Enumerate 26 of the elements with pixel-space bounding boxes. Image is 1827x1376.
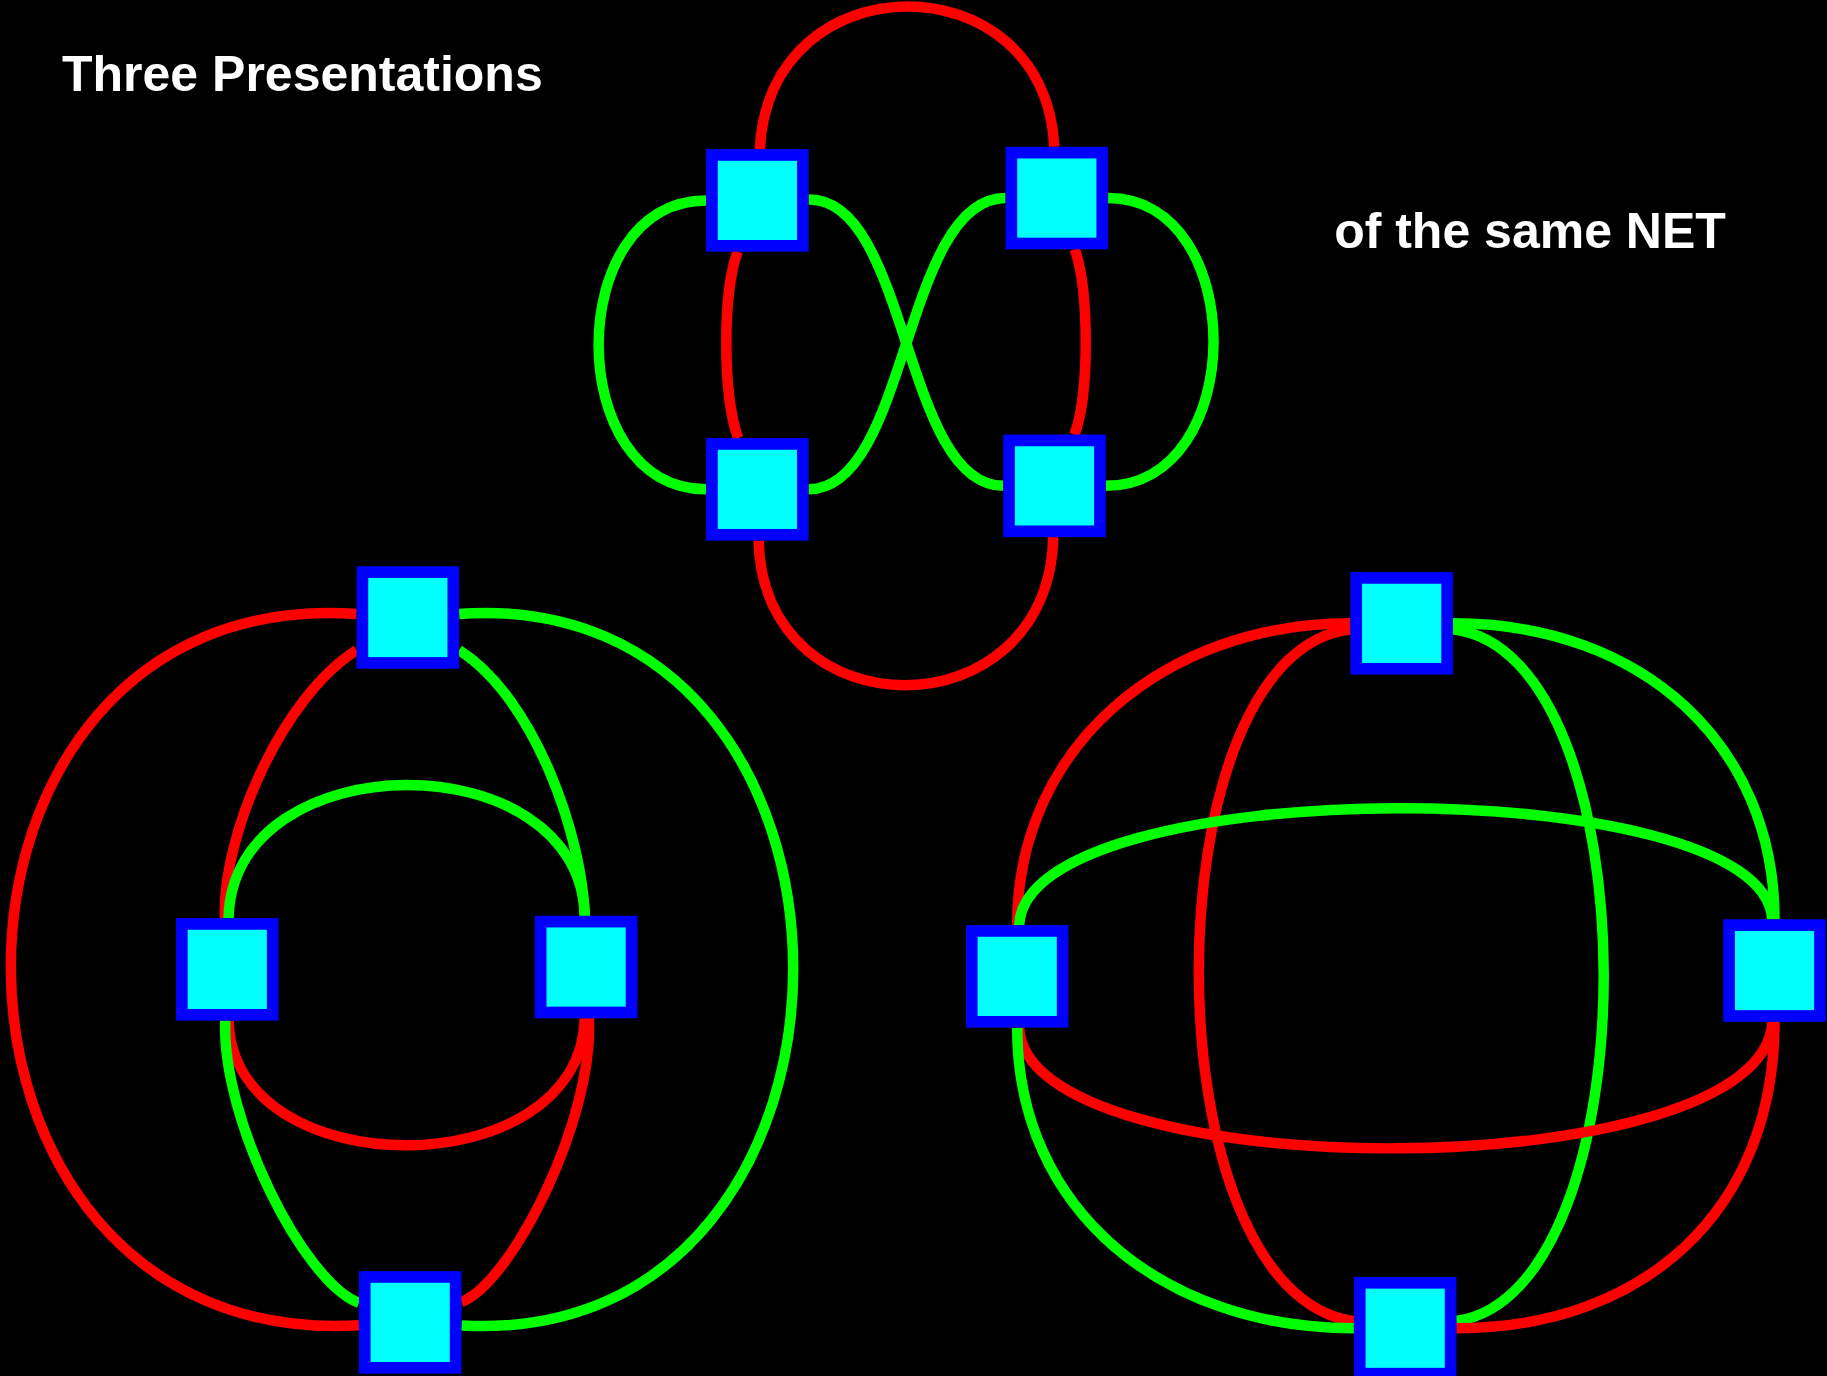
connector-line <box>6 608 360 1331</box>
connector-line <box>753 536 1059 691</box>
connector-line <box>1069 247 1091 437</box>
connector-line <box>1104 192 1219 491</box>
connector-line <box>593 195 707 495</box>
connector-line <box>754 1 1060 151</box>
connector-line <box>721 250 744 440</box>
square-node <box>706 438 809 541</box>
title-text: Three Presentations <box>62 45 544 104</box>
square-node <box>534 915 638 1019</box>
connector-line <box>1456 1021 1780 1334</box>
square-node <box>965 925 1069 1028</box>
connector-line <box>223 779 590 920</box>
square-node <box>1003 434 1106 538</box>
square-node <box>1005 146 1109 250</box>
square-node <box>1723 919 1826 1022</box>
connector-line <box>1452 618 1780 920</box>
square-node <box>1350 572 1453 675</box>
square-node <box>358 1271 462 1374</box>
connector-line <box>1011 1027 1355 1334</box>
connector-line <box>1011 618 1351 926</box>
square-node <box>176 918 279 1021</box>
subtitle-text: of the same NET <box>1333 202 1727 261</box>
connector-line <box>458 608 798 1331</box>
square-node <box>356 566 460 669</box>
square-node <box>706 149 809 252</box>
